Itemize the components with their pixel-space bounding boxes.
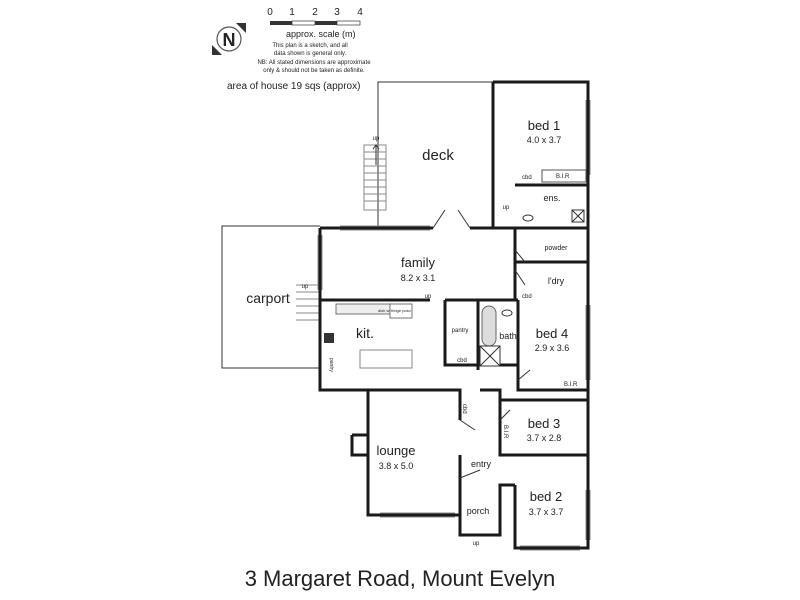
room-kitchen: kit. — [356, 325, 374, 341]
svg-text:up: up — [473, 541, 480, 547]
room-ensuite: ens. — [543, 193, 560, 203]
carport — [221, 225, 320, 369]
svg-text:B.I.R: B.I.R — [556, 174, 570, 180]
room-porch: porch — [467, 506, 490, 516]
svg-text:up: up — [373, 136, 380, 142]
north-compass-icon: N — [212, 23, 246, 55]
disclaimer: NB: All stated dimensions are approximat… — [257, 60, 371, 66]
svg-text:up: up — [302, 284, 309, 290]
room-bed4-dim: 2.9 x 3.6 — [535, 343, 570, 353]
house-area: area of house 19 sqs (approx) — [227, 81, 360, 92]
svg-text:B.I.R: B.I.R — [502, 425, 508, 439]
exterior-walls — [318, 80, 590, 550]
svg-text:B.I.R: B.I.R — [564, 382, 578, 388]
disclaimer: This plan is a sketch, and all — [272, 43, 347, 49]
room-bed1-dim: 4.0 x 3.7 — [527, 135, 562, 145]
room-laundry: l'dry — [548, 276, 565, 286]
room-bed2: bed 2 — [530, 489, 563, 504]
room-family-dim: 8.2 x 3.1 — [401, 273, 436, 283]
svg-text:cbd: cbd — [461, 404, 467, 414]
svg-text:cbd: cbd — [522, 175, 532, 181]
room-lounge-dim: 3.8 x 5.0 — [379, 461, 414, 471]
property-address: 3 Margaret Road, Mount Evelyn — [244, 566, 556, 591]
scale-bar: 0 1 2 3 4 approx. scale (m) This plan is… — [257, 7, 371, 74]
room-labels: deck bed 1 4.0 x 3.7 cbd B.I.R ens. powd… — [246, 118, 578, 547]
svg-text:up: up — [425, 294, 432, 300]
cooktop-icon — [324, 333, 334, 343]
bathtub-icon — [481, 305, 497, 347]
room-bed2-dim: 3.7 x 3.7 — [529, 507, 564, 517]
scale-tick: 2 — [312, 7, 318, 18]
svg-text:up: up — [503, 205, 510, 211]
pantry-cupboard: pantry — [328, 358, 334, 372]
fridge-position — [389, 303, 413, 319]
room-deck: deck — [422, 147, 454, 164]
room-family: family — [401, 255, 435, 270]
svg-text:fridge posn: fridge posn — [391, 308, 411, 313]
robe — [541, 169, 587, 183]
doors — [432, 209, 531, 479]
room-bed3-dim: 3.7 x 2.8 — [527, 433, 562, 443]
scale-tick: 4 — [357, 7, 363, 18]
room-bath: bath — [499, 331, 517, 341]
room-lounge: lounge — [376, 443, 415, 458]
scale-tick: 1 — [289, 7, 295, 18]
room-pantry: pantry — [452, 328, 469, 334]
windows — [317, 100, 591, 551]
room-bed1: bed 1 — [528, 118, 561, 133]
basin-icon — [501, 309, 513, 317]
deck — [363, 81, 493, 228]
disclaimer: data shown is general only. — [274, 51, 347, 57]
svg-text:cbd: cbd — [522, 294, 532, 300]
room-bed3: bed 3 — [528, 416, 561, 431]
fixtures: dish wash fridge posn — [324, 169, 587, 369]
basin-icon — [522, 214, 534, 222]
room-carport: carport — [246, 290, 290, 306]
kitchen-island — [359, 349, 413, 369]
room-powder: powder — [545, 245, 569, 252]
room-bed4: bed 4 — [536, 326, 569, 341]
svg-text:cbd: cbd — [457, 358, 467, 364]
scale-label: approx. scale (m) — [286, 29, 356, 39]
svg-text:N: N — [223, 30, 236, 50]
svg-text:dish wash: dish wash — [378, 308, 396, 313]
scale-tick: 0 — [267, 7, 273, 18]
scale-tick: 3 — [334, 7, 340, 18]
disclaimer: only & should not be taken as definite. — [263, 68, 365, 74]
room-entry: entry — [471, 459, 492, 469]
